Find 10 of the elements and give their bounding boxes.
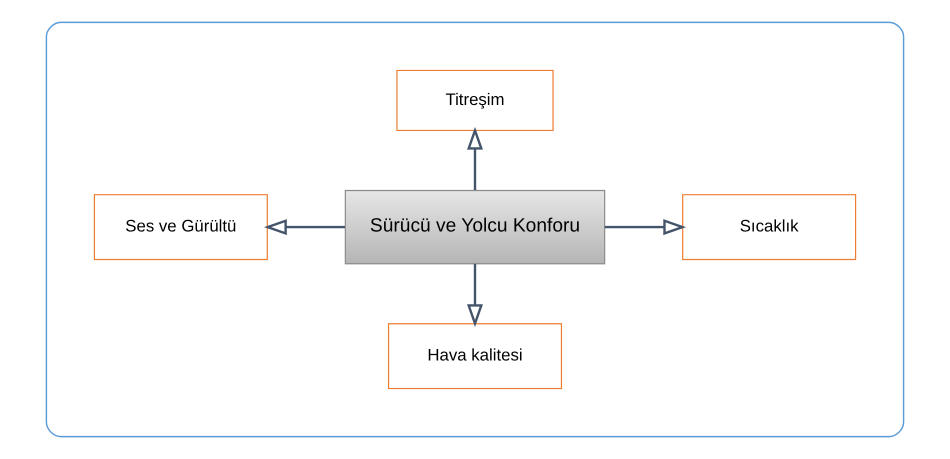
cluster bbox=[46, 22, 904, 438]
node-box: Sürücü ve Yolcu Konforu bbox=[344, 190, 606, 264]
arrow bbox=[264, 219, 345, 236]
node-box: Hava kalitesi bbox=[388, 323, 562, 390]
arrow bbox=[604, 219, 686, 236]
node-box: Titreşim bbox=[396, 70, 554, 132]
node-box: Sıcaklık bbox=[682, 194, 856, 260]
node-box: Ses ve Gürültü bbox=[94, 194, 268, 260]
arrow bbox=[467, 264, 483, 328]
arrow bbox=[467, 126, 483, 190]
